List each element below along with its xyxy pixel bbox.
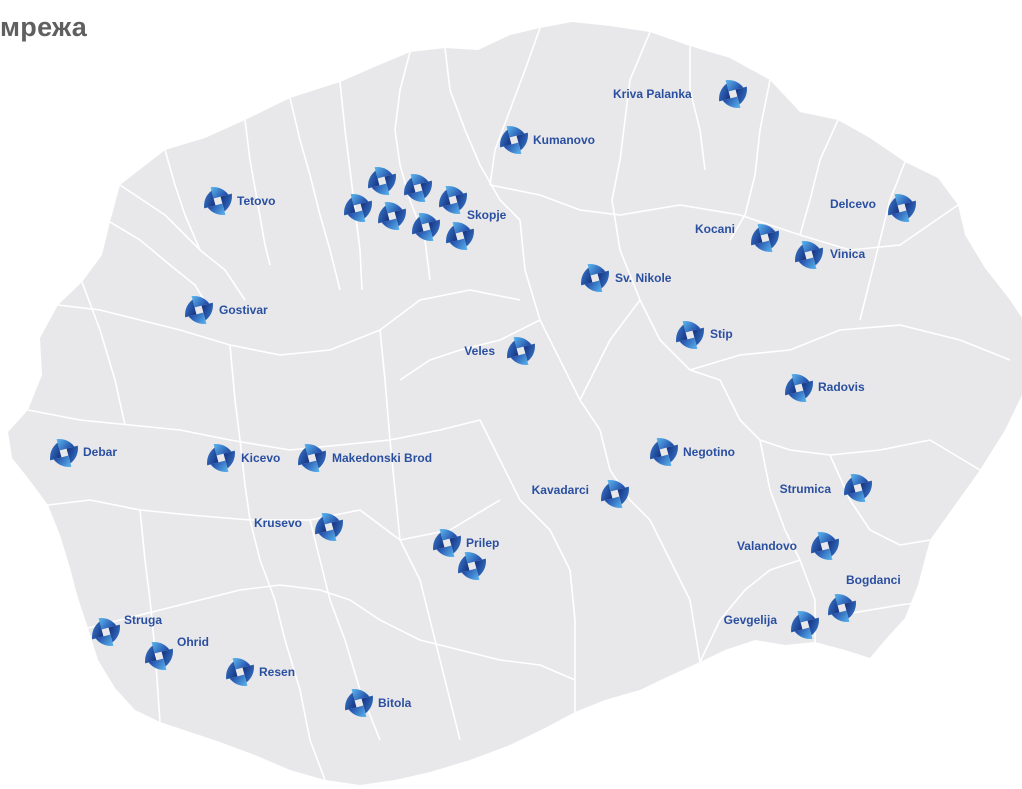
location-krusevo[interactable]: Krusevo <box>254 508 348 545</box>
location-label: Stip <box>710 327 733 341</box>
location-debar[interactable]: Debar <box>45 434 117 471</box>
location-ohrid[interactable]: Ohrid <box>140 635 209 675</box>
location-label: Negotino <box>683 445 735 459</box>
location-gevgelija[interactable]: Gevgelija <box>724 606 824 643</box>
location-label: Gevgelija <box>724 613 778 627</box>
location-label: Kicevo <box>241 451 280 465</box>
location-label: Vinica <box>830 247 865 261</box>
location-bitola[interactable]: Bitola <box>340 684 412 721</box>
location-veles[interactable]: Veles <box>464 332 539 369</box>
location-kriva-palanka[interactable]: Kriva Palanka <box>613 75 752 112</box>
location-vinica[interactable]: Vinica <box>790 236 865 273</box>
location-delcevo[interactable]: Delcevo <box>830 189 921 226</box>
location-label: Tetovo <box>237 194 275 208</box>
location-bogdanci[interactable]: Bogdanci <box>823 573 901 627</box>
location-label: Krusevo <box>254 516 302 530</box>
location-label: Valandovo <box>737 539 797 553</box>
location-label: Sv. Nikole <box>615 271 672 285</box>
location-skopje[interactable]: Skopje <box>339 162 507 254</box>
country-outline <box>8 22 1022 785</box>
location-label: Gostivar <box>219 303 268 317</box>
location-tetovo[interactable]: Tetovo <box>199 182 275 219</box>
location-valandovo[interactable]: Valandovo <box>737 527 844 564</box>
location-label: Resen <box>259 665 295 679</box>
location-kicevo[interactable]: Kicevo <box>202 439 280 476</box>
location-label: Skopje <box>467 208 507 222</box>
location-kocani[interactable]: Kocani <box>695 219 784 256</box>
location-prilep[interactable]: Prilep <box>428 524 499 584</box>
location-gostivar[interactable]: Gostivar <box>180 291 268 328</box>
location-stip[interactable]: Stip <box>671 316 733 353</box>
location-label: Bogdanci <box>846 573 901 587</box>
location-label: Strumica <box>780 482 832 496</box>
location-label: Kavadarci <box>532 483 589 497</box>
location-label: Kriva Palanka <box>613 87 692 101</box>
location-sv-nikole[interactable]: Sv. Nikole <box>576 259 672 296</box>
location-struga[interactable]: Struga <box>87 613 162 651</box>
location-makedonski-brod[interactable]: Makedonski Brod <box>293 439 432 476</box>
location-label: Ohrid <box>177 635 209 649</box>
location-kumanovo[interactable]: Kumanovo <box>495 121 595 158</box>
location-resen[interactable]: Resen <box>221 653 295 690</box>
location-label: Radovis <box>818 380 865 394</box>
municipal-borders <box>27 27 1011 781</box>
location-label: Debar <box>83 445 117 459</box>
location-label: Delcevo <box>830 197 876 211</box>
location-label: Prilep <box>466 536 499 550</box>
location-strumica[interactable]: Strumica <box>780 469 877 506</box>
page-title: мрежа <box>0 12 88 42</box>
location-kavadarci[interactable]: Kavadarci <box>532 475 634 512</box>
location-label: Bitola <box>378 696 412 710</box>
location-label: Kocani <box>695 222 735 236</box>
location-label: Kumanovo <box>533 133 595 147</box>
location-label: Struga <box>124 613 162 627</box>
location-label: Makedonski Brod <box>332 451 432 465</box>
location-negotino[interactable]: Negotino <box>645 433 735 470</box>
location-radovis[interactable]: Radovis <box>780 369 865 406</box>
location-label: Veles <box>464 344 495 358</box>
